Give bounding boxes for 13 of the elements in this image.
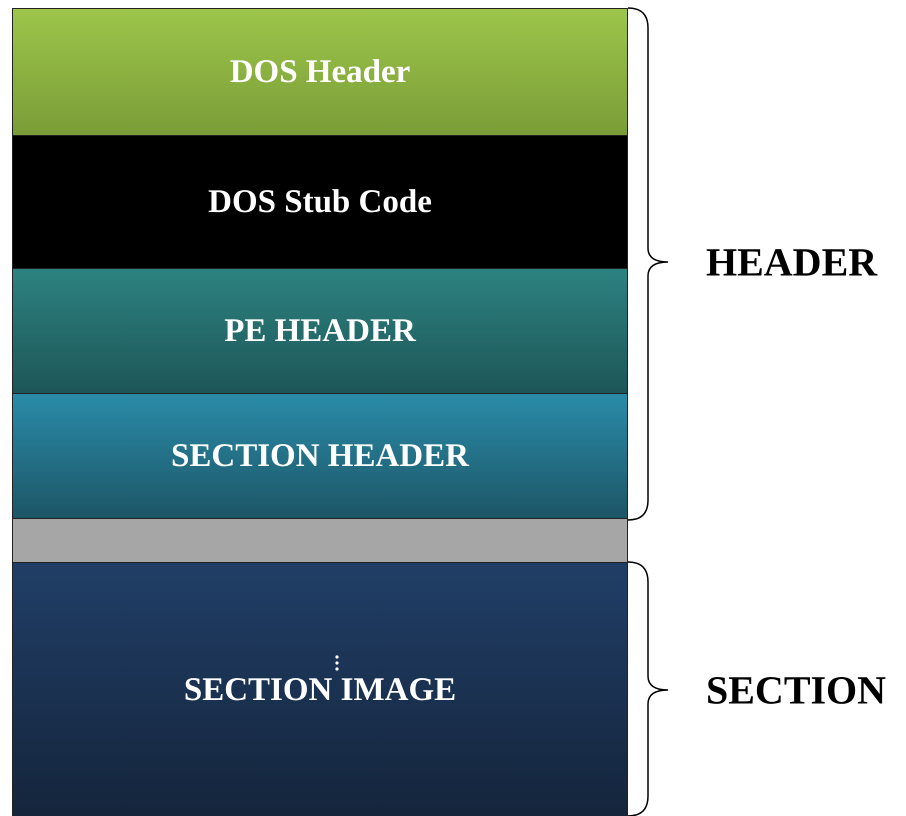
block-label: DOS Stub Code [208,184,432,220]
layer-block [12,8,628,136]
layer-block [12,393,628,519]
layer-block [12,268,628,394]
group-label: HEADER [706,238,878,286]
layer-block [12,135,628,269]
block-label: PE HEADER [224,312,416,350]
block-label: SECTION IMAGE [184,672,456,708]
spacer-bar [12,518,628,563]
block-label: DOS Header [230,54,410,90]
group-label: SECTION [706,666,886,714]
layer-block [12,562,628,816]
block-label: SECTION HEADER [171,438,469,474]
